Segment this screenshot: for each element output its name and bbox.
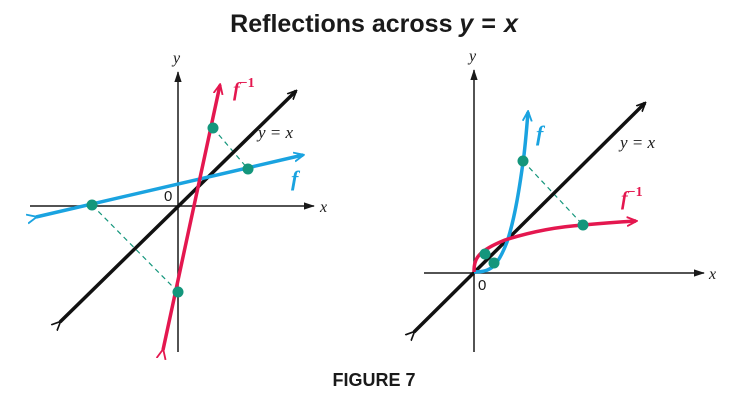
title-y-var: y bbox=[457, 10, 474, 38]
left-x-axis-label: x bbox=[319, 199, 327, 216]
right-point-f-upper bbox=[517, 155, 529, 167]
left-f-line bbox=[36, 155, 303, 217]
right-finv-label-base: f bbox=[621, 188, 630, 210]
right-point-f-small bbox=[488, 257, 500, 269]
left-point-f-right bbox=[242, 163, 254, 175]
right-finv-label-sup: −1 bbox=[628, 185, 643, 200]
title-x-var: x bbox=[502, 10, 519, 38]
left-finv-label-sup: −1 bbox=[240, 76, 255, 91]
title-text: Reflections across bbox=[230, 10, 459, 38]
left-finv-label-base: f bbox=[233, 79, 242, 101]
right-identity-label: y = x bbox=[618, 133, 656, 152]
right-finv-label: f−1 bbox=[621, 185, 643, 210]
left-y-axis-label: y bbox=[171, 50, 181, 67]
left-finv-label: f−1 bbox=[233, 76, 255, 101]
left-point-finv-upper bbox=[207, 122, 219, 134]
left-f-label: f bbox=[291, 166, 301, 191]
right-x-axis-label: x bbox=[708, 266, 716, 283]
right-panel: x y 0 y = x f f−1 bbox=[414, 48, 716, 352]
right-point-finv-right bbox=[577, 219, 589, 231]
right-f-label: f bbox=[536, 121, 546, 146]
left-dashed-connector-upper bbox=[212, 127, 249, 170]
right-y-axis-label: y bbox=[467, 48, 477, 65]
figure-title: Reflections across y=x bbox=[230, 10, 519, 38]
left-point-finv-lower bbox=[172, 286, 184, 298]
right-point-finv-small bbox=[479, 248, 491, 260]
left-panel: x y 0 y = x f f−1 bbox=[30, 50, 327, 352]
right-identity-line bbox=[414, 103, 645, 332]
right-origin-label: 0 bbox=[478, 277, 486, 294]
figure-caption: FIGURE 7 bbox=[332, 370, 415, 390]
title-equals: = bbox=[481, 10, 496, 38]
left-origin-label: 0 bbox=[164, 188, 172, 205]
left-point-f-left bbox=[86, 199, 98, 211]
left-identity-label: y = x bbox=[256, 123, 294, 142]
